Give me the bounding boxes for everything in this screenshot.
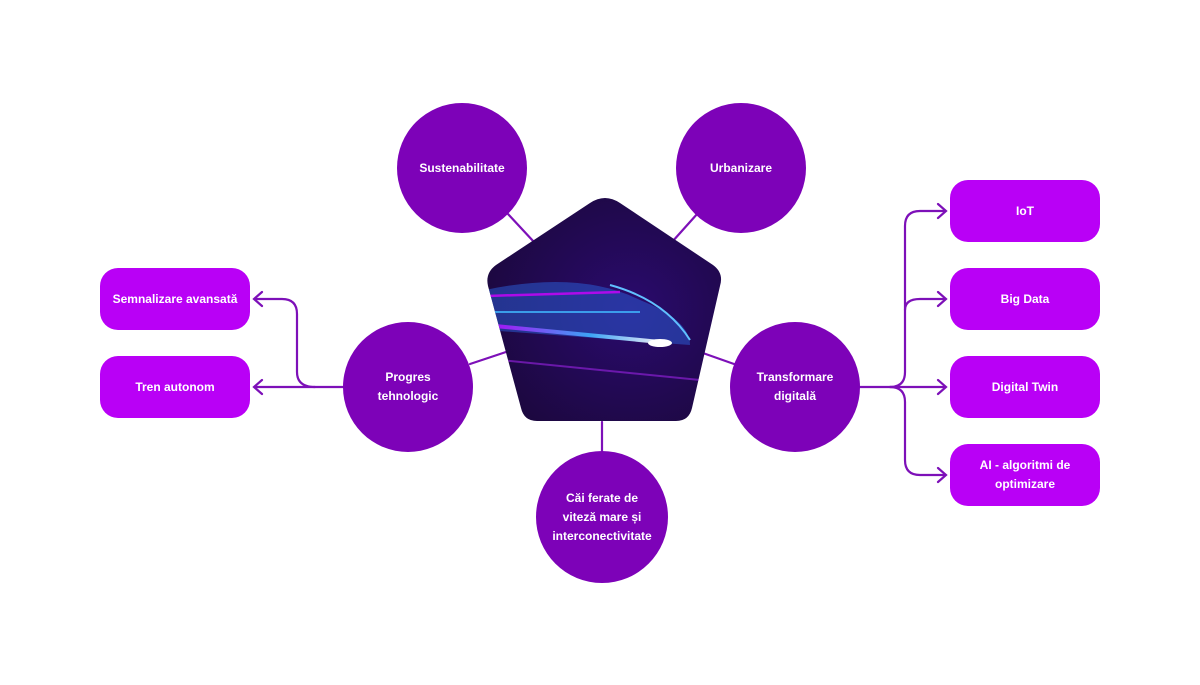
box-big-data: Big Data <box>950 268 1100 330</box>
connector-sustainability <box>506 212 536 244</box>
box-label: AI - algoritmi de optimizare <box>979 458 1071 491</box>
node-label: Sustenabilitate <box>419 160 505 175</box>
arrow-iot <box>888 209 947 389</box>
node-high-speed-rail: Căi ferate de viteză mare și interconect… <box>536 451 668 583</box>
node-urbanization: Urbanizare <box>676 103 806 233</box>
node-label: Căi ferate de viteză mare și interconect… <box>552 490 652 543</box>
arrow-ai <box>888 385 947 477</box>
box-label: Big Data <box>1000 291 1050 306</box>
connector-digital <box>698 350 736 366</box>
node-digital-transformation: Transformare digitală <box>730 322 860 452</box>
box-tren-autonom: Tren autonom <box>100 356 250 418</box>
box-label: IoT <box>1016 203 1034 218</box>
box-semnalizare: Semnalizare avansată <box>100 268 250 330</box>
center-train-image <box>487 198 722 421</box>
arrow-big-data <box>903 297 947 312</box>
connector-urbanization <box>670 211 700 244</box>
box-label: Semnalizare avansată <box>112 291 238 306</box>
arrow-semnalizare <box>253 297 317 389</box>
box-ai: AI - algoritmi de optimizare <box>950 444 1100 506</box>
box-iot: IoT <box>950 180 1100 242</box>
node-label: Urbanizare <box>709 160 773 175</box>
box-digital-twin: Digital Twin <box>950 356 1100 418</box>
connector-tech <box>468 350 508 366</box>
node-label: Progres tehnologic <box>377 370 439 403</box>
node-label: Transformare digitală <box>756 370 834 403</box>
node-tech-progress: Progres tehnologic <box>343 322 473 452</box>
node-sustainability: Sustenabilitate <box>397 103 527 233</box>
box-label: Digital Twin <box>991 379 1059 394</box>
box-label: Tren autonom <box>135 379 215 394</box>
